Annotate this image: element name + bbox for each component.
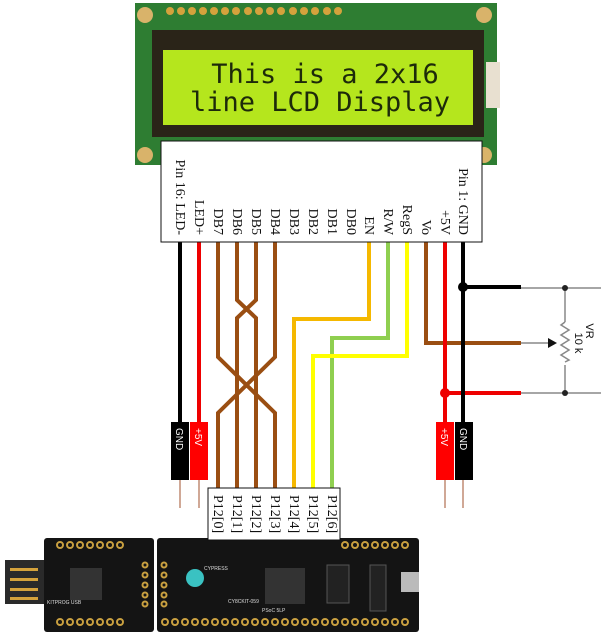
connector-gnd-label: GND	[457, 428, 468, 450]
lcd-header-pins	[166, 7, 342, 15]
wiper-arrow-icon	[548, 338, 557, 348]
wire-db6	[235, 242, 258, 488]
pin-label: DB7	[210, 209, 225, 235]
resistor-icon	[559, 321, 571, 363]
port-pin-label: P12[5]	[305, 495, 320, 533]
pot-value: 10 k	[572, 333, 584, 354]
board-kitprog-label: KITPROG USB	[47, 600, 82, 606]
pin-label: Pin 16: LED-	[172, 160, 187, 236]
port-pin-label: P12[0]	[210, 495, 225, 533]
pin-label: RegS	[399, 205, 414, 235]
wire-regs	[311, 242, 409, 488]
lcd-screen	[163, 50, 473, 125]
port-labels: P12[0] P12[1] P12[2] P12[3] P12[4] P12[5…	[210, 495, 339, 533]
connector-gnd-label: GND	[173, 428, 184, 450]
port-pin-label: P12[4]	[286, 495, 301, 533]
lcd-module: This is a 2x16 line LCD Display	[135, 3, 500, 165]
vcc-junction	[440, 388, 450, 398]
pin-label: DB3	[286, 209, 301, 235]
board-chip-label: PSoC 5LP	[262, 608, 286, 614]
port-pin-label: P12[3]	[267, 495, 282, 533]
pin-label: Pin 1: GND	[455, 168, 470, 235]
pin-label: DB2	[305, 209, 320, 235]
pin-label: LED+	[191, 200, 206, 235]
port-label-box	[207, 487, 341, 541]
right-power-connector: +5V GND	[436, 422, 473, 508]
wire-db4	[216, 242, 277, 488]
micro-usb-port	[401, 572, 419, 592]
kitprog-chip	[70, 568, 102, 600]
pin-label: DB0	[343, 209, 358, 235]
port-pin-label: P12[1]	[229, 495, 244, 533]
psoc-board: CYPRESS KITPROG USB CY8CKIT-059 PSoC 5LP	[5, 538, 419, 632]
backlight-connector	[486, 62, 500, 108]
wire-5v	[443, 242, 521, 422]
wire-vo	[424, 242, 521, 345]
lcd-pin-labels: Pin 16: LED- LED+ DB7 DB6 DB5 DB4 DB3 DB…	[172, 160, 470, 236]
pin-label: EN	[361, 216, 376, 235]
pot-name: VR	[583, 323, 595, 338]
port-pin-label: P12[6]	[324, 495, 339, 533]
pin-label: DB1	[324, 209, 339, 235]
wire-gnd	[461, 242, 521, 422]
usb-connector	[5, 560, 47, 604]
gnd-junction	[458, 282, 468, 292]
pin-label: Vo	[418, 220, 433, 235]
connector-5v-label: +5V	[438, 428, 449, 446]
pin-label: R/W	[380, 209, 395, 236]
board-brand: CYPRESS	[204, 566, 229, 572]
left-power-connector: GND +5V	[171, 422, 208, 508]
lcd-pin-label-box	[160, 140, 483, 243]
lcd-line-2: line LCD Display	[190, 87, 450, 118]
wire-rw	[330, 242, 390, 488]
board-model-label: CY8CKIT-059	[228, 599, 259, 605]
psoc-chip	[265, 568, 305, 604]
header-holes	[56, 541, 409, 626]
pin-label: DB5	[248, 209, 263, 235]
port-pin-label: P12[2]	[248, 495, 263, 533]
pin-label: +5V	[437, 210, 452, 235]
wire-db5	[235, 242, 258, 488]
wire-en	[292, 242, 371, 488]
status-led	[186, 569, 204, 587]
lcd-line-1: This is a 2x16	[211, 59, 439, 90]
connector-5v-label: +5V	[192, 428, 203, 446]
wires	[178, 242, 521, 488]
pin-label: DB6	[229, 209, 244, 235]
potentiometer: VR 10 k	[521, 285, 601, 396]
pin-label: DB4	[267, 209, 282, 235]
